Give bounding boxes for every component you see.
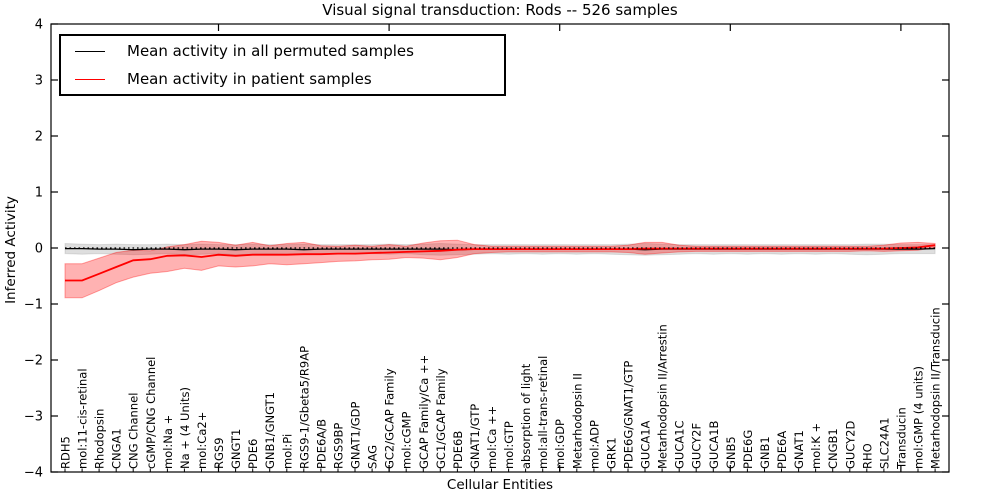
svg-text:GUCY2D: GUCY2D [843,421,857,469]
svg-text:RGS9BP: RGS9BP [332,423,346,469]
svg-text:PDE6G: PDE6G [741,430,755,469]
svg-text:PDE6B: PDE6B [451,431,465,469]
svg-text:Metarhodopsin II/Transducin: Metarhodopsin II/Transducin [929,307,943,469]
svg-text:GUCY2F: GUCY2F [690,423,704,469]
svg-text:RGS9: RGS9 [212,437,226,469]
svg-text:GCAP Family/Ca ++: GCAP Family/Ca ++ [417,355,431,469]
svg-text:cGMP/CNG Channel: cGMP/CNG Channel [144,357,158,469]
svg-text:SLC24A1: SLC24A1 [877,417,891,469]
svg-text:−4: −4 [24,466,43,481]
red-line-swatch [75,78,105,80]
svg-text:GC2/GCAP Family: GC2/GCAP Family [383,368,397,469]
svg-text:GNAT1/GTP: GNAT1/GTP [468,404,482,469]
svg-text:4: 4 [35,18,43,33]
svg-text:mol:ADP: mol:ADP [587,420,601,469]
svg-text:absorption of light: absorption of light [519,363,533,469]
svg-text:Metarhodopsin II: Metarhodopsin II [570,373,584,469]
legend-item-permuted: Mean activity in all permuted samples [61,38,504,64]
legend-label-patient: Mean activity in patient samples [127,70,372,88]
svg-text:mol:all-trans-retinal: mol:all-trans-retinal [536,356,550,469]
svg-text:mol:GTP: mol:GTP [502,421,516,469]
svg-text:GC1/GCAP Family: GC1/GCAP Family [434,368,448,469]
chart-title: Visual signal transduction: Rods -- 526 … [322,1,678,19]
svg-text:GNGT1: GNGT1 [229,429,243,469]
svg-text:Transducin: Transducin [894,407,908,470]
svg-text:mol:cGMP: mol:cGMP [400,412,414,469]
svg-text:3: 3 [35,74,43,89]
svg-text:−3: −3 [24,410,43,425]
svg-text:CNG Channel: CNG Channel [127,393,141,469]
svg-text:RHO: RHO [860,443,874,469]
svg-text:GNAT1/GDP: GNAT1/GDP [349,402,363,469]
svg-text:GNB5: GNB5 [724,436,738,469]
y-axis-label: Inferred Activity [3,196,19,304]
svg-text:mol:GDP: mol:GDP [553,419,567,469]
svg-text:PDE6A: PDE6A [775,431,789,469]
svg-text:Metarhodopsin II/Arrestin: Metarhodopsin II/Arrestin [656,324,670,469]
svg-text:GUCA1C: GUCA1C [673,420,687,469]
svg-text:mol:Ca ++: mol:Ca ++ [485,406,499,469]
svg-text:2: 2 [35,130,43,145]
svg-text:GUCA1A: GUCA1A [639,420,653,469]
svg-text:mol:GMP (4 units): mol:GMP (4 units) [912,366,926,469]
svg-text:mol:11-cis-retinal: mol:11-cis-retinal [76,368,90,469]
svg-text:RGS9-1/Gbeta5/R9AP: RGS9-1/Gbeta5/R9AP [297,346,311,469]
svg-text:Na + (4 Units): Na + (4 Units) [178,387,192,469]
legend-item-patient: Mean activity in patient samples [61,66,504,92]
svg-text:0: 0 [35,242,43,257]
svg-text:PDE6A/B: PDE6A/B [314,419,328,469]
svg-text:GRK1: GRK1 [604,437,618,469]
svg-text:RDH5: RDH5 [59,436,73,469]
svg-text:CNGB1: CNGB1 [826,428,840,469]
svg-text:−1: −1 [24,298,43,313]
svg-text:SAG: SAG [366,445,380,469]
svg-text:mol:Pi: mol:Pi [280,434,294,469]
svg-text:mol:Na +: mol:Na + [161,415,175,469]
svg-text:PDE6G/GNAT1/GTP: PDE6G/GNAT1/GTP [622,361,636,469]
legend: Mean activity in all permuted samples Me… [59,34,506,96]
svg-text:GNB1: GNB1 [758,436,772,469]
x-axis-label: Cellular Entities [446,477,554,493]
svg-text:mol:Ca2+: mol:Ca2+ [195,412,209,469]
svg-text:−2: −2 [24,354,43,369]
svg-text:mol:K +: mol:K + [809,423,823,469]
svg-text:GUCA1B: GUCA1B [707,420,721,469]
svg-text:PDE6: PDE6 [246,439,260,469]
legend-label-permuted: Mean activity in all permuted samples [127,42,414,60]
black-line-swatch [75,50,105,52]
svg-text:1: 1 [35,186,43,201]
svg-text:GNAT1: GNAT1 [792,430,806,469]
svg-text:Rhodopsin: Rhodopsin [93,409,107,469]
svg-text:CNGA1: CNGA1 [110,428,124,469]
svg-text:GNB1/GNGT1: GNB1/GNGT1 [263,392,277,469]
